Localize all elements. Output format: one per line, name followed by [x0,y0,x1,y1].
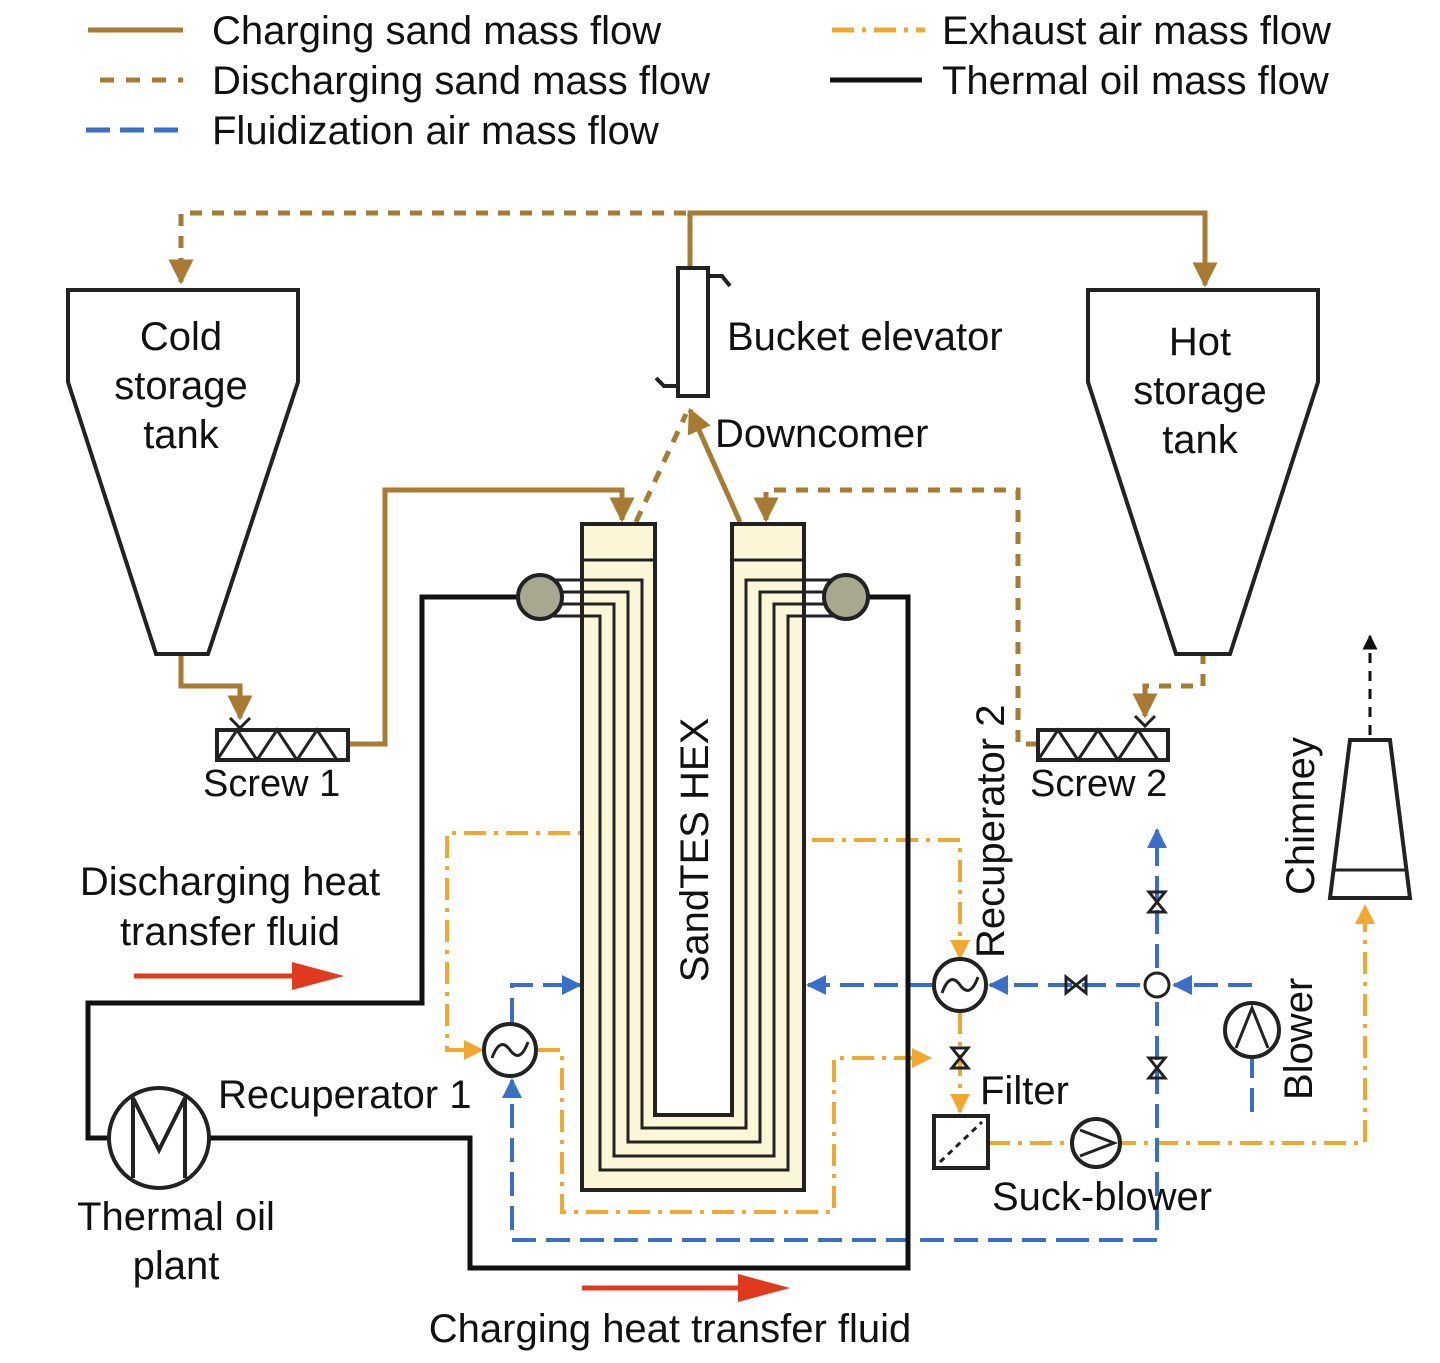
screw1-flights [215,727,339,763]
sand-flows [168,210,1218,747]
hex-tube-3 [540,602,846,1158]
charging-htf-label: Charging heat transfer fluid [429,1307,912,1351]
suck-blower: Suck-blower [992,1117,1212,1219]
filter-diagonal [938,1120,984,1164]
recuperator2-symbol [940,976,980,994]
hex-tube-2 [540,590,846,1144]
hot-tank-label-line3: tank [1162,418,1239,462]
exhaust-air-flows [445,831,1375,1214]
charging-sand-hex-to-elevator [687,407,743,524]
hex-left-header [516,573,564,621]
filter: Filter [932,1069,1069,1170]
cold-tank-label-line1: Cold [140,315,222,359]
screw1-hopper [228,716,252,731]
air-junction [1143,971,1171,999]
discharging-sand-screw2-to-hex [753,487,1038,747]
bucket-elevator-top-flap [708,274,732,288]
valve-filter-line [948,1046,972,1070]
hex-right-header [822,573,870,621]
legend-label-charging-sand: Charging sand mass flow [212,9,661,53]
cold-storage-tank: Cold storage tank [66,288,300,656]
screw2-flights [1036,727,1160,763]
screw1-label: Screw 1 [203,763,340,805]
cold-tank-label-line3: tank [143,413,220,457]
charging-htf: Charging heat transfer fluid [429,1274,912,1351]
sandtes-hex: SandTES HEX [516,522,870,1192]
hot-tank-body [1086,288,1320,656]
recuperator-2: Recuperator 2 [932,705,1013,1013]
fluidization-air-junction-down [1060,1002,1159,1242]
legend-label-exhaust-air: Exhaust air mass flow [942,9,1331,53]
discharging-htf-arrow-head [292,962,344,990]
discharging-sand-to-cold-tank [168,210,686,285]
discharging-htf: Discharging heat transfer fluid [80,860,380,990]
valve-horizontal [1064,973,1088,997]
filter-label: Filter [980,1069,1069,1113]
exhaust-air-rec1-return [538,1048,932,1214]
fluidization-air-rec1-to-hex [510,975,582,1022]
screw2-label: Screw 2 [1030,763,1167,805]
hex-label: SandTES HEX [673,718,717,983]
charging-sand-screw1-to-hex [348,487,635,747]
legend-label-thermal-oil: Thermal oil mass flow [942,59,1329,103]
exhaust-air-right-to-rec2 [770,838,970,960]
legend: Charging sand mass flow Discharging sand… [86,9,1331,153]
thermal-oil-plant-label-line2: plant [133,1244,220,1288]
bucket-elevator-body [676,266,710,398]
charging-sand-cold-tank-to-screw1 [178,652,253,721]
charging-htf-arrow-head [738,1274,790,1302]
chimney-label: Chimney [1279,737,1323,895]
discharging-htf-label-line1: Discharging heat [80,860,380,904]
chimney: Chimney [1279,634,1413,900]
recuperator-1: Recuperator 1 [218,1022,538,1117]
discharging-sand-hot-tank-to-screw2 [1132,652,1206,719]
hex-tube-4 [540,614,846,1172]
exhaust-air-left-loop [445,831,612,1060]
bucket-elevator-label: Bucket elevator [727,315,1003,359]
recuperator2-label: Recuperator 2 [969,705,1013,958]
cold-tank-label-line2: storage [114,364,247,408]
thermal-oil-flows [85,594,911,1271]
hex-tube-bundle [540,578,846,1172]
cold-tank-body [66,288,300,656]
thermal-oil-plant: Thermal oil plant [77,1086,275,1288]
charging-sand-to-hot-tank [687,210,1218,288]
screw-2: Screw 2 [1030,714,1170,805]
blower: Blower [1223,978,1321,1100]
blower-label: Blower [1277,978,1321,1100]
recuperator1-symbol [490,1041,530,1059]
legend-label-fluidization-air: Fluidization air mass flow [212,109,659,153]
hot-tank-label-line2: storage [1133,369,1266,413]
exhaust-air-filter-to-chimney [988,904,1375,1145]
suck-blower-symbol [1079,1128,1119,1158]
screw-1: Screw 1 [203,716,350,805]
hot-tank-label-line1: Hot [1169,320,1231,364]
fluidization-air-bottom-return [502,1078,1080,1242]
hex-tube-1 [540,578,846,1130]
valve-vertical-top [1145,890,1169,914]
suck-blower-label: Suck-blower [992,1175,1212,1219]
valves [948,890,1169,1080]
discharging-htf-label-line2: transfer fluid [120,910,340,954]
thermal-oil-charging-line [208,594,911,1271]
downcomer-label: Downcomer [715,412,928,456]
screw2-hopper [1133,714,1157,729]
thermal-oil-plant-label-line1: Thermal oil [77,1195,275,1239]
bucket-elevator: Bucket elevator [654,266,1003,398]
legend-label-discharging-sand: Discharging sand mass flow [212,59,710,103]
thermal-oil-discharging-line [85,594,518,1141]
discharging-sand-hex-to-elevator [633,412,689,524]
hex-body [580,522,806,1192]
blower-symbol [1234,1003,1270,1049]
valve-vertical-bottom [1145,1056,1169,1080]
thermal-oil-plant-body [107,1086,211,1190]
thermal-oil-plant-symbol [131,1097,187,1178]
chimney-body [1327,738,1413,900]
recuperator1-label: Recuperator 1 [218,1073,471,1117]
hot-storage-tank: Hot storage tank [1086,288,1320,656]
bucket-elevator-bottom-flap [654,376,678,388]
